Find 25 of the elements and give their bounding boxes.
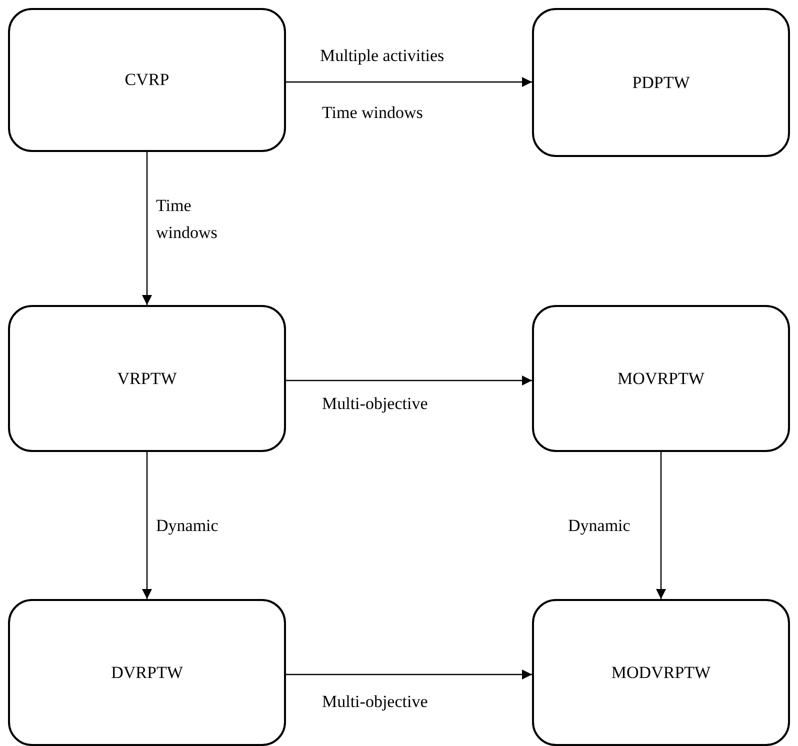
arrow [142, 452, 152, 599]
node-label: MODVRPTW [611, 662, 711, 682]
arrow [286, 77, 532, 87]
edge-label: Multi-objective [322, 393, 428, 415]
process-box [532, 305, 790, 452]
annotation-text: Time windows [322, 102, 423, 124]
edge-label: Multi-objective [322, 691, 428, 713]
node-label: CVRP [124, 70, 170, 90]
edge-label: Dynamic [568, 515, 630, 537]
process-box [8, 8, 286, 152]
arrow [286, 376, 532, 386]
process-box [532, 599, 790, 746]
arrow [142, 152, 152, 305]
arrow [656, 452, 666, 599]
process-box [8, 599, 286, 746]
node-label: PDPTW [632, 72, 690, 92]
arrow [286, 670, 532, 680]
edge-label: Multiple activities [320, 45, 444, 67]
node-label: VRPTW [117, 368, 177, 388]
edge-label: Time windows [156, 195, 216, 244]
node-label: DVRPTW [111, 662, 183, 682]
process-box [8, 305, 286, 452]
node-label: MOVRPTW [618, 368, 704, 388]
edge-label: Dynamic [156, 515, 218, 537]
process-box [532, 8, 790, 157]
